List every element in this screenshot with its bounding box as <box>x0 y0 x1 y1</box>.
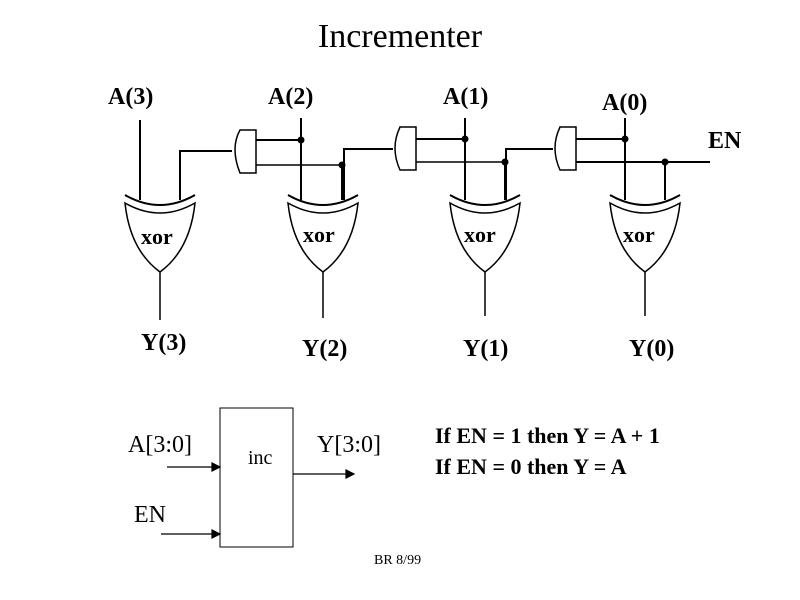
block-input-en-label: EN <box>134 502 166 528</box>
rule-en-0: If EN = 0 then Y = A <box>435 454 627 479</box>
output-label-y1: Y(1) <box>463 336 509 362</box>
input-label-a2: A(2) <box>268 84 314 110</box>
block-output-y-label: Y[3:0] <box>317 432 381 458</box>
footer-note: BR 8/99 <box>374 553 422 568</box>
output-label-y3: Y(3) <box>141 330 187 356</box>
xor-label-0: xor <box>623 222 655 247</box>
junction-dot <box>338 161 346 169</box>
page-title: Incrementer <box>317 18 483 55</box>
arrow-a-icon <box>211 462 222 472</box>
xor-gate-3 <box>124 194 196 273</box>
output-label-y2: Y(2) <box>302 336 348 362</box>
block-input-a-label: A[3:0] <box>128 432 192 458</box>
junction-dot <box>297 136 305 144</box>
and-gate-0 <box>554 126 577 171</box>
xor-label-3: xor <box>141 224 173 249</box>
block-label: inc <box>248 447 273 469</box>
and-gate-2 <box>234 129 257 174</box>
input-label-a0: A(0) <box>602 90 648 116</box>
output-label-y0: Y(0) <box>629 336 675 362</box>
xor-gate-0 <box>609 194 681 273</box>
junction-dot <box>621 135 629 143</box>
and-gate-1 <box>394 126 417 171</box>
junction-dot <box>501 158 509 166</box>
arrow-y-icon <box>345 469 356 479</box>
enable-label: EN <box>708 128 742 154</box>
xor-gate-2 <box>287 194 359 273</box>
xor-gate-1 <box>449 194 521 273</box>
junction-dot <box>661 158 669 166</box>
junction-dot <box>461 135 469 143</box>
xor-label-1: xor <box>464 222 496 247</box>
rule-en-1: If EN = 1 then Y = A + 1 <box>435 423 660 448</box>
input-label-a3: A(3) <box>108 84 154 110</box>
arrow-en-icon <box>211 529 222 539</box>
input-label-a1: A(1) <box>443 84 489 110</box>
inc-block <box>219 407 294 548</box>
xor-label-2: xor <box>303 222 335 247</box>
